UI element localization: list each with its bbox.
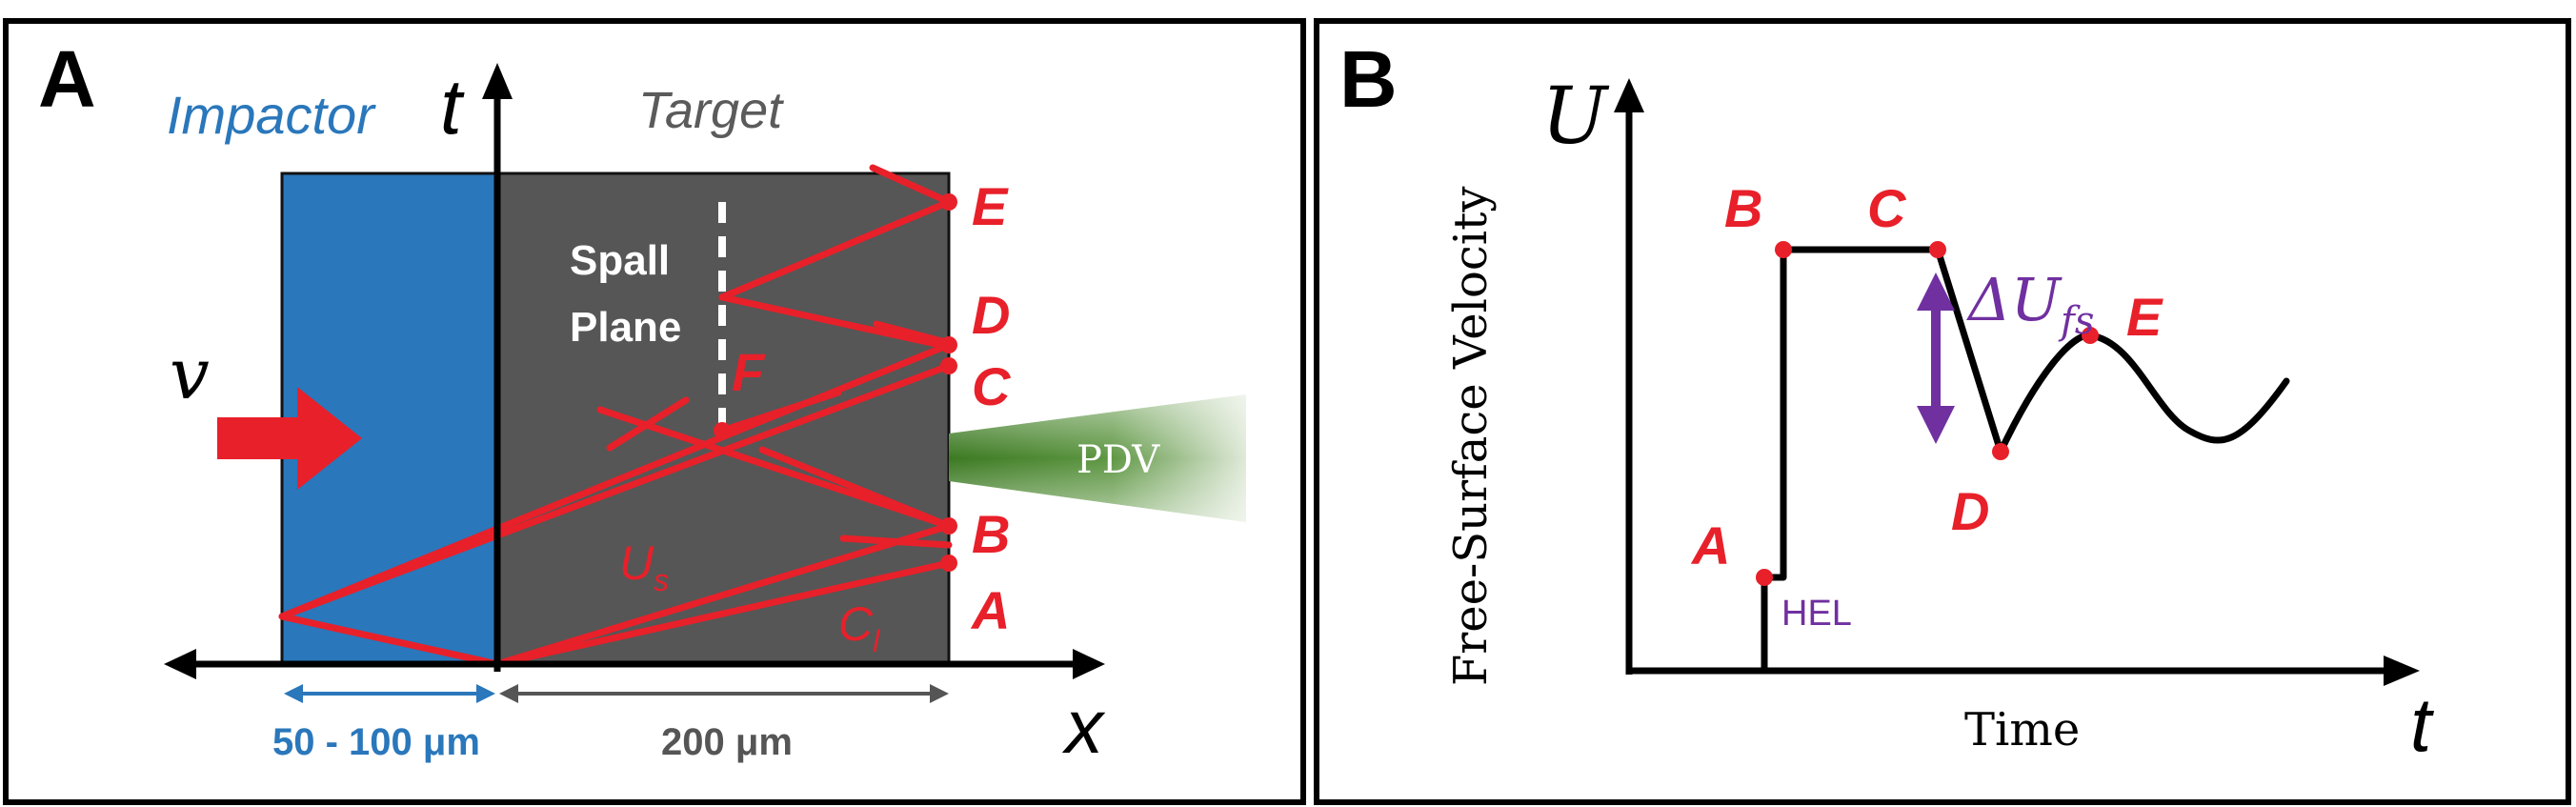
delta-u-subscript: fs [2058,299,2094,343]
profile-point-e-label: E [2126,287,2163,347]
target-width-label: 200 μm [661,721,793,763]
ray-spall-d [718,293,953,351]
pdv-label: PDV [1077,438,1160,482]
ray-shock-first [493,522,953,668]
ray-cross-1 [606,396,690,452]
impactor-width-label: 50 - 100 μm [272,721,480,763]
time-label: Time [1964,703,2080,757]
point-e-label: E [972,176,1009,236]
cl-symbol: C [838,597,874,651]
point-c-label: C [972,356,1012,416]
ray-elastic-first [493,559,953,668]
us-subscript: s [654,563,669,597]
ray-release-b-2 [758,446,953,530]
free-surface-velocity-curve [1761,246,2290,675]
panel-a: A Impactor Target PDV Spall Plane [3,18,1306,805]
point-f-text: F [732,342,766,402]
ray-spall-e [718,198,953,301]
x-axis-arrow-left [164,649,196,679]
ray-cross-2 [718,389,842,434]
delta-u-symbol: ΔU [1966,265,2063,334]
profile-point-b-label: B [1724,178,1762,238]
hel-label: HEL [1781,594,1852,634]
point-d-dot [940,336,957,353]
spall-label-line2: Plane [570,304,681,351]
profile-point-d-label: D [1951,481,1989,541]
profile-point-a-label: A [1690,515,1730,575]
t-axis-label: t [440,64,465,151]
profile-point-d-dot [1992,443,2009,460]
impactor-dimension-arrow-right [476,684,495,703]
ray-release-b-1 [596,406,953,530]
point-b-label: B [972,504,1010,564]
pdv-beam-shade [949,394,1246,522]
time-axis-arrowhead [2384,656,2420,686]
point-a-dot [940,555,957,572]
y-axis-label: Free-Surface Velocity [1444,186,1498,686]
profile-point-a-dot [1756,569,1773,586]
panel-a-label: A [38,34,96,124]
panel-a-frame [3,18,1306,805]
x-axis-arrow-right [1073,649,1105,679]
cl-label: Cl [838,597,880,658]
delta-u-arrow-up [1917,272,1955,311]
panel-b-label: B [1339,34,1398,124]
profile-point-e-dot [2082,327,2099,344]
point-c-dot [940,357,957,374]
t-axis-label-b: t [2410,682,2434,767]
point-d-label: D [972,285,1010,345]
t-axis-arrowhead [482,63,513,99]
velocity-symbol: v [170,333,210,415]
target-dimension-arrow-left [499,684,518,703]
ray-top-e [869,164,953,206]
u-axis-arrowhead [1614,78,1644,112]
delta-u-arrow-down [1917,406,1955,444]
panel-b: B U t Time Free-Surface Velocity A B C D… [1314,18,2571,805]
point-e-dot [940,193,957,211]
x-axis-label: x [1061,684,1106,769]
profile-point-b-dot [1775,241,1792,258]
point-f-dot [714,422,731,439]
point-b-dot [940,517,957,535]
ray-short-ab [839,535,953,549]
cl-subscript: l [873,624,880,658]
us-symbol: U [619,536,654,590]
point-a-label: A [970,580,1010,640]
profile-point-c-label: C [1867,178,1907,238]
target-label: Target [638,82,784,139]
u-axis-label: U [1541,71,1610,162]
delta-u-label: ΔUfs [1966,265,2094,343]
impactor-label: Impactor [167,85,376,145]
impactor-dimension-arrow-left [284,684,303,703]
spall-label-line1: Spall [570,237,670,284]
profile-point-c-dot [1929,241,1946,258]
ray-short-d [873,320,953,347]
us-label: Us [619,536,669,597]
panel-b-frame [1314,18,2571,805]
impact-velocity-arrow [217,387,362,490]
target-dimension-arrow-right [930,684,949,703]
